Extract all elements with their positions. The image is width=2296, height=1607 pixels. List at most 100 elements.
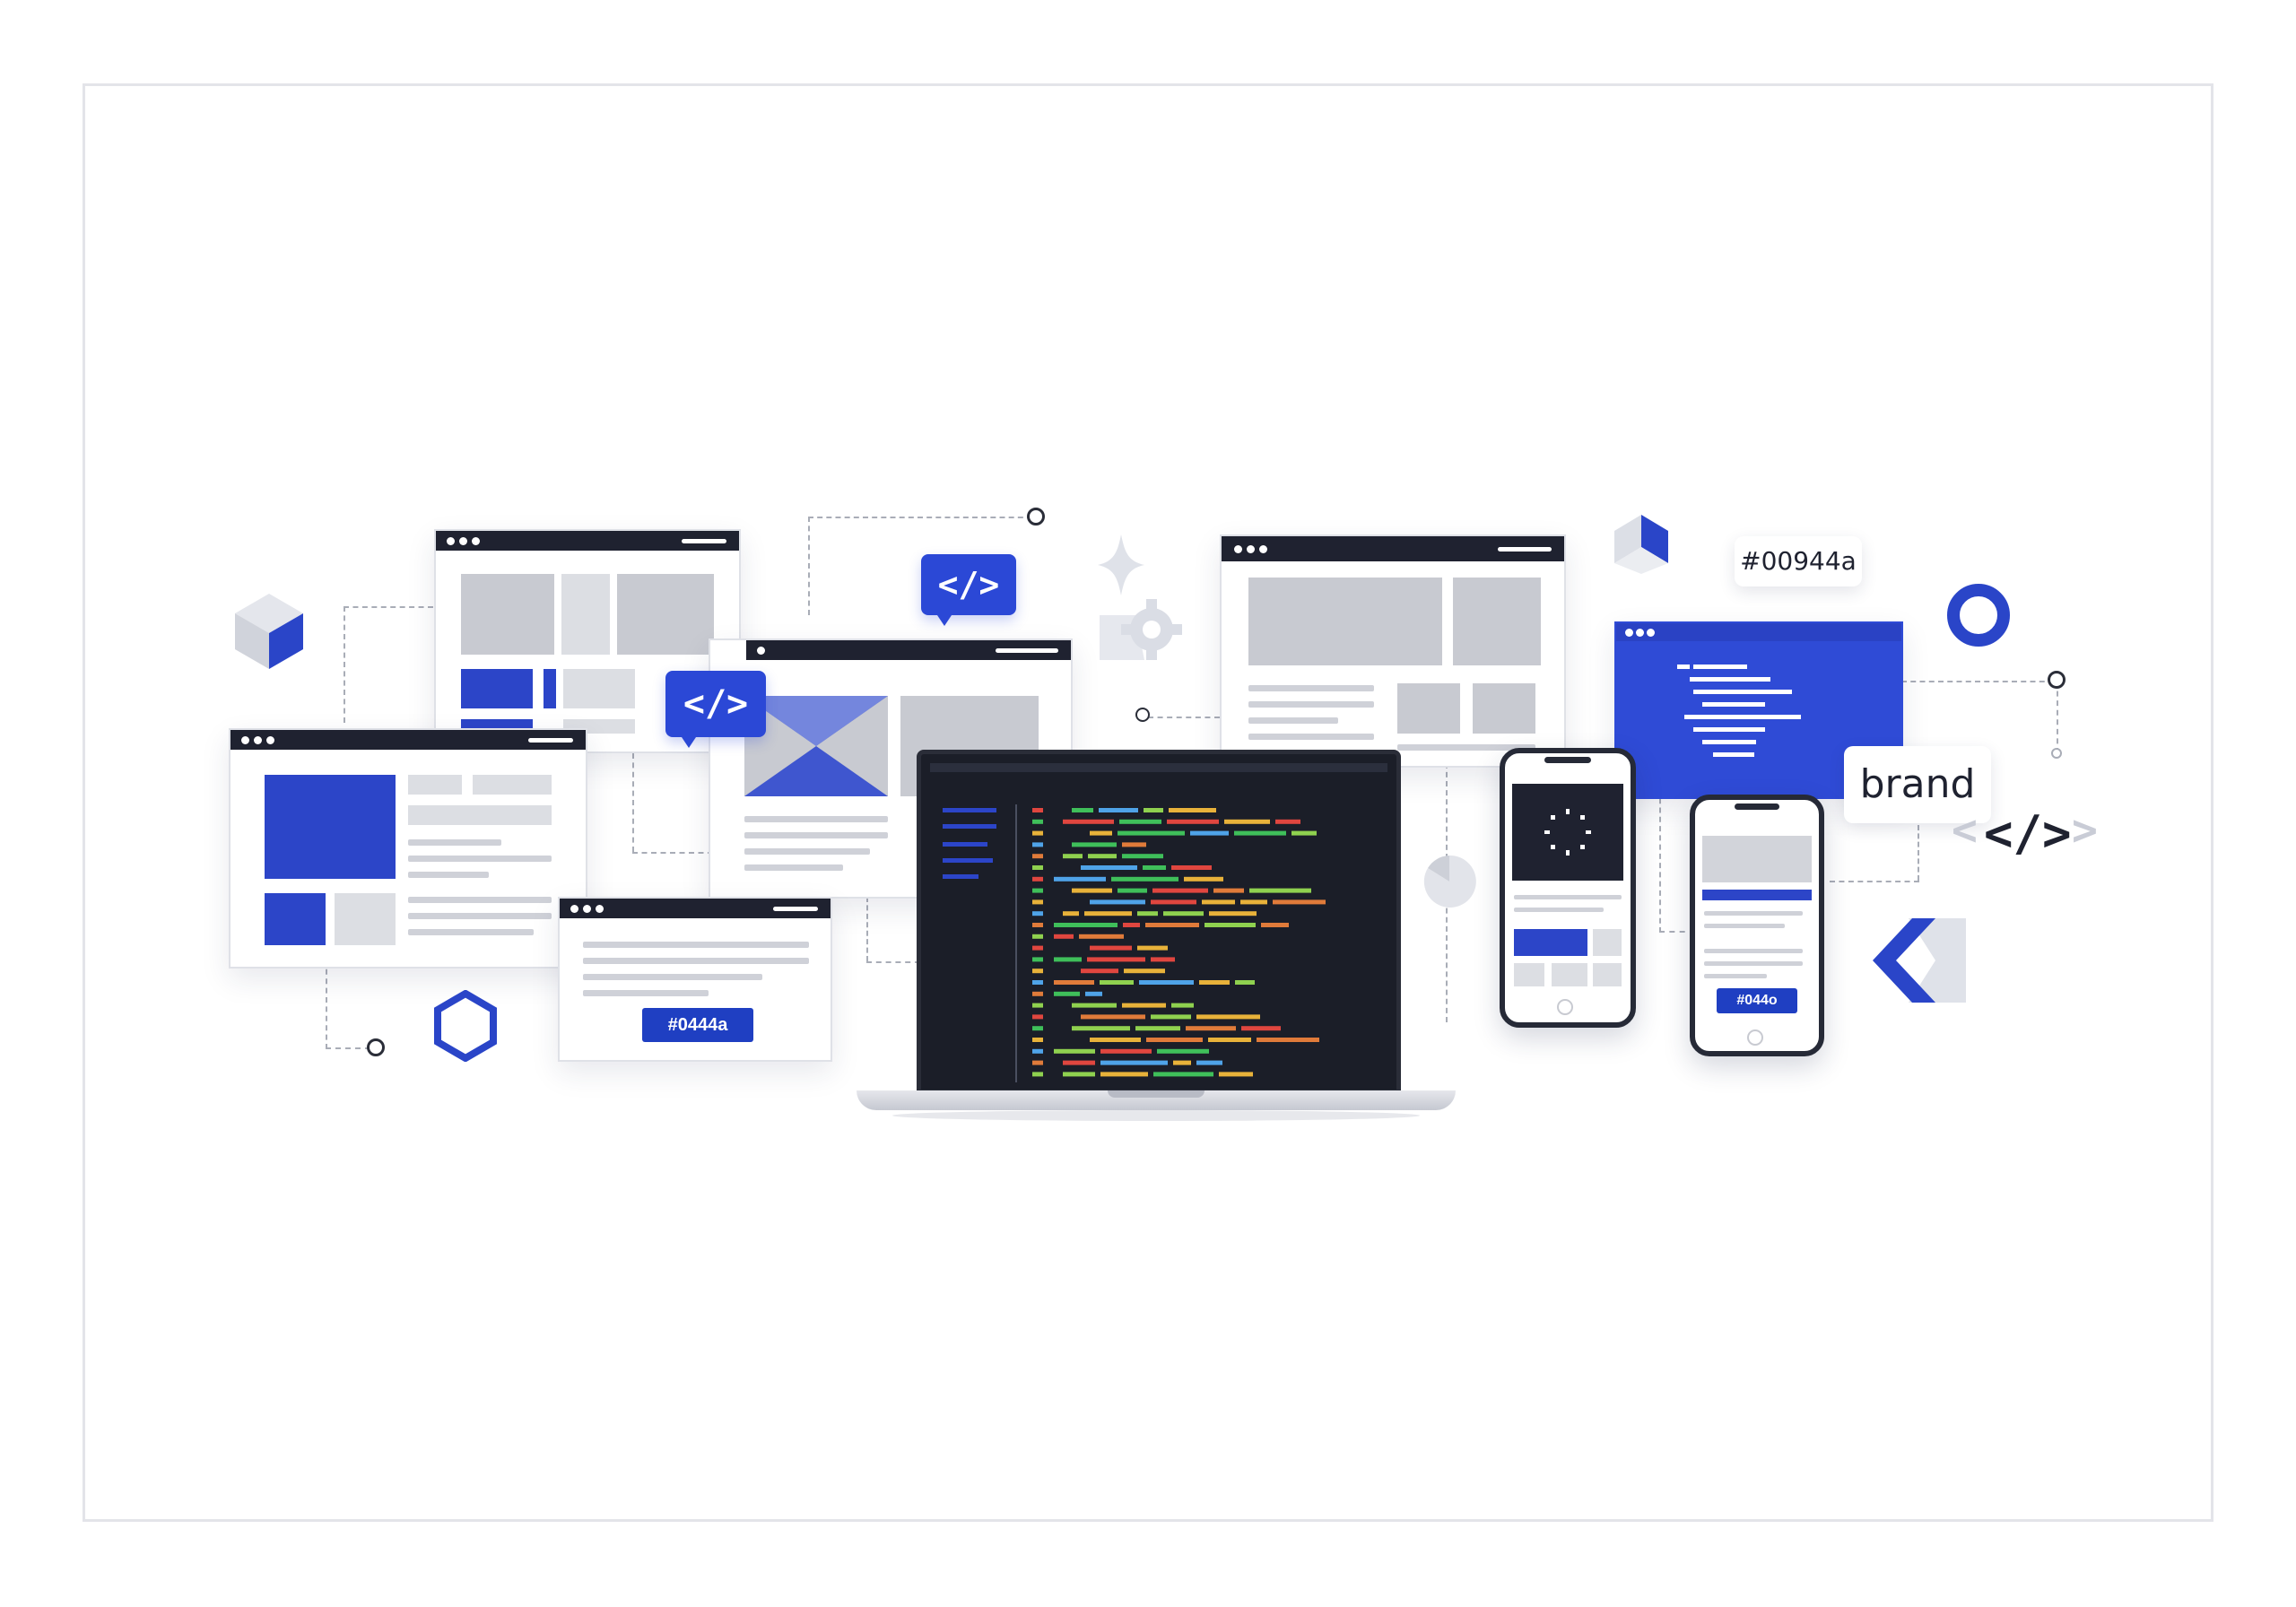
- code-token: [1157, 1048, 1209, 1054]
- placeholder-block: [1552, 963, 1587, 986]
- code-gutter-mark: [1032, 1014, 1043, 1020]
- text-line: [1248, 734, 1374, 740]
- code-token: [1111, 876, 1178, 882]
- hex-color-button[interactable]: #044o: [1717, 988, 1797, 1013]
- text-line: [1704, 949, 1803, 953]
- chevron-left-icon: [1873, 918, 1966, 1003]
- code-token: [1054, 980, 1094, 985]
- connector-line: [1148, 717, 1220, 718]
- placeholder-block: [1593, 963, 1622, 986]
- code-line: [1713, 752, 1754, 757]
- code-token: [1072, 842, 1117, 847]
- code-token: [1079, 934, 1124, 939]
- window-titlebar: [746, 640, 1071, 660]
- text-line: [744, 848, 870, 855]
- code-gutter-mark: [1032, 1038, 1043, 1042]
- code-line: [1690, 677, 1770, 682]
- accent-block: [461, 669, 533, 708]
- code-token: [1241, 1026, 1281, 1031]
- laptop: [857, 750, 1456, 1121]
- code-token: [1219, 1072, 1253, 1077]
- phone-right: #044o: [1690, 795, 1824, 1056]
- editor-topbar: [930, 763, 1387, 772]
- code-token: [1292, 830, 1317, 836]
- code-gutter-mark: [1032, 830, 1043, 836]
- code-token: [1209, 911, 1257, 916]
- code-line: [1702, 702, 1765, 707]
- code-gutter-mark: [1032, 969, 1043, 974]
- text-line: [583, 958, 809, 964]
- code-gutter-mark: [1032, 876, 1043, 882]
- text-line: [408, 856, 552, 862]
- code-token: [1208, 1038, 1251, 1042]
- connector-line: [1659, 789, 1661, 933]
- code-token: [1261, 923, 1289, 927]
- connector-line: [344, 606, 345, 723]
- window-titlebar: [1616, 623, 1901, 641]
- code-gutter-mark: [1032, 819, 1043, 824]
- code-gutter-mark: [1032, 945, 1043, 951]
- code-token: [1273, 899, 1326, 905]
- code-token: [1173, 1060, 1191, 1065]
- laptop-screen: [917, 750, 1401, 1094]
- connector-node: [2051, 748, 2062, 759]
- code-token: [1100, 980, 1134, 985]
- window-menu-line: [1498, 547, 1552, 552]
- accent-block: [1702, 890, 1812, 900]
- code-token: [1184, 876, 1223, 882]
- code-token: [1137, 911, 1158, 916]
- code-gutter-mark: [1032, 923, 1043, 927]
- gear-icon: [1098, 534, 1182, 660]
- code-gutter-mark: [1032, 1072, 1043, 1077]
- code-token: [1257, 1038, 1319, 1042]
- placeholder-block: [563, 669, 635, 708]
- code-token: [1146, 1038, 1203, 1042]
- code-token: [1169, 808, 1216, 812]
- code-token: [1186, 1026, 1236, 1031]
- code-token: [1122, 1003, 1166, 1008]
- window-dot: [472, 537, 480, 545]
- code-token: [1100, 1048, 1152, 1054]
- code-chevrons-label: </>: [1984, 805, 2072, 862]
- code-gutter-mark: [1032, 854, 1043, 859]
- code-chevrons-icon: < </> >: [1952, 805, 2102, 868]
- accent-block: [1514, 929, 1587, 956]
- window-dot: [596, 905, 604, 913]
- connector-line: [326, 1047, 370, 1049]
- placeholder-block: [473, 775, 552, 795]
- code-token: [1205, 923, 1256, 927]
- code-token: [1196, 1060, 1222, 1065]
- code-token: [1090, 1038, 1141, 1042]
- code-token: [1054, 991, 1080, 996]
- connector-line: [866, 897, 868, 961]
- code-line: [1684, 715, 1801, 719]
- hexagon-icon: [434, 990, 497, 1062]
- code-token: [1072, 1003, 1117, 1008]
- text-line: [1704, 911, 1803, 916]
- text-line: [1704, 924, 1785, 928]
- hex-color-button[interactable]: #0444a: [642, 1008, 753, 1042]
- browser-window-form: #0444a: [558, 897, 832, 1062]
- placeholder-block: [561, 574, 610, 655]
- connector-node: [1135, 708, 1150, 722]
- code-token: [1063, 819, 1114, 824]
- envelope-image: [744, 696, 888, 796]
- connector-node: [367, 1038, 385, 1056]
- ghost-chevron: >: [2072, 805, 2098, 856]
- window-menu-line: [528, 738, 573, 743]
- placeholder-block: [1514, 963, 1544, 986]
- home-button: [1747, 1029, 1763, 1046]
- placeholder-block: [1473, 683, 1535, 734]
- window-menu-line: [996, 648, 1058, 653]
- placeholder-block: [1453, 578, 1541, 665]
- code-token: [1123, 923, 1140, 927]
- editor-divider: [1015, 804, 1017, 1082]
- placeholder-block: [1397, 683, 1460, 734]
- browser-window-blue-block: [229, 728, 587, 969]
- code-token: [1139, 980, 1194, 985]
- code-token: [1122, 854, 1163, 859]
- code-token: [1196, 1014, 1260, 1020]
- phone-notch: [1735, 804, 1779, 810]
- accent-block: [544, 669, 556, 708]
- connector-line: [632, 852, 713, 854]
